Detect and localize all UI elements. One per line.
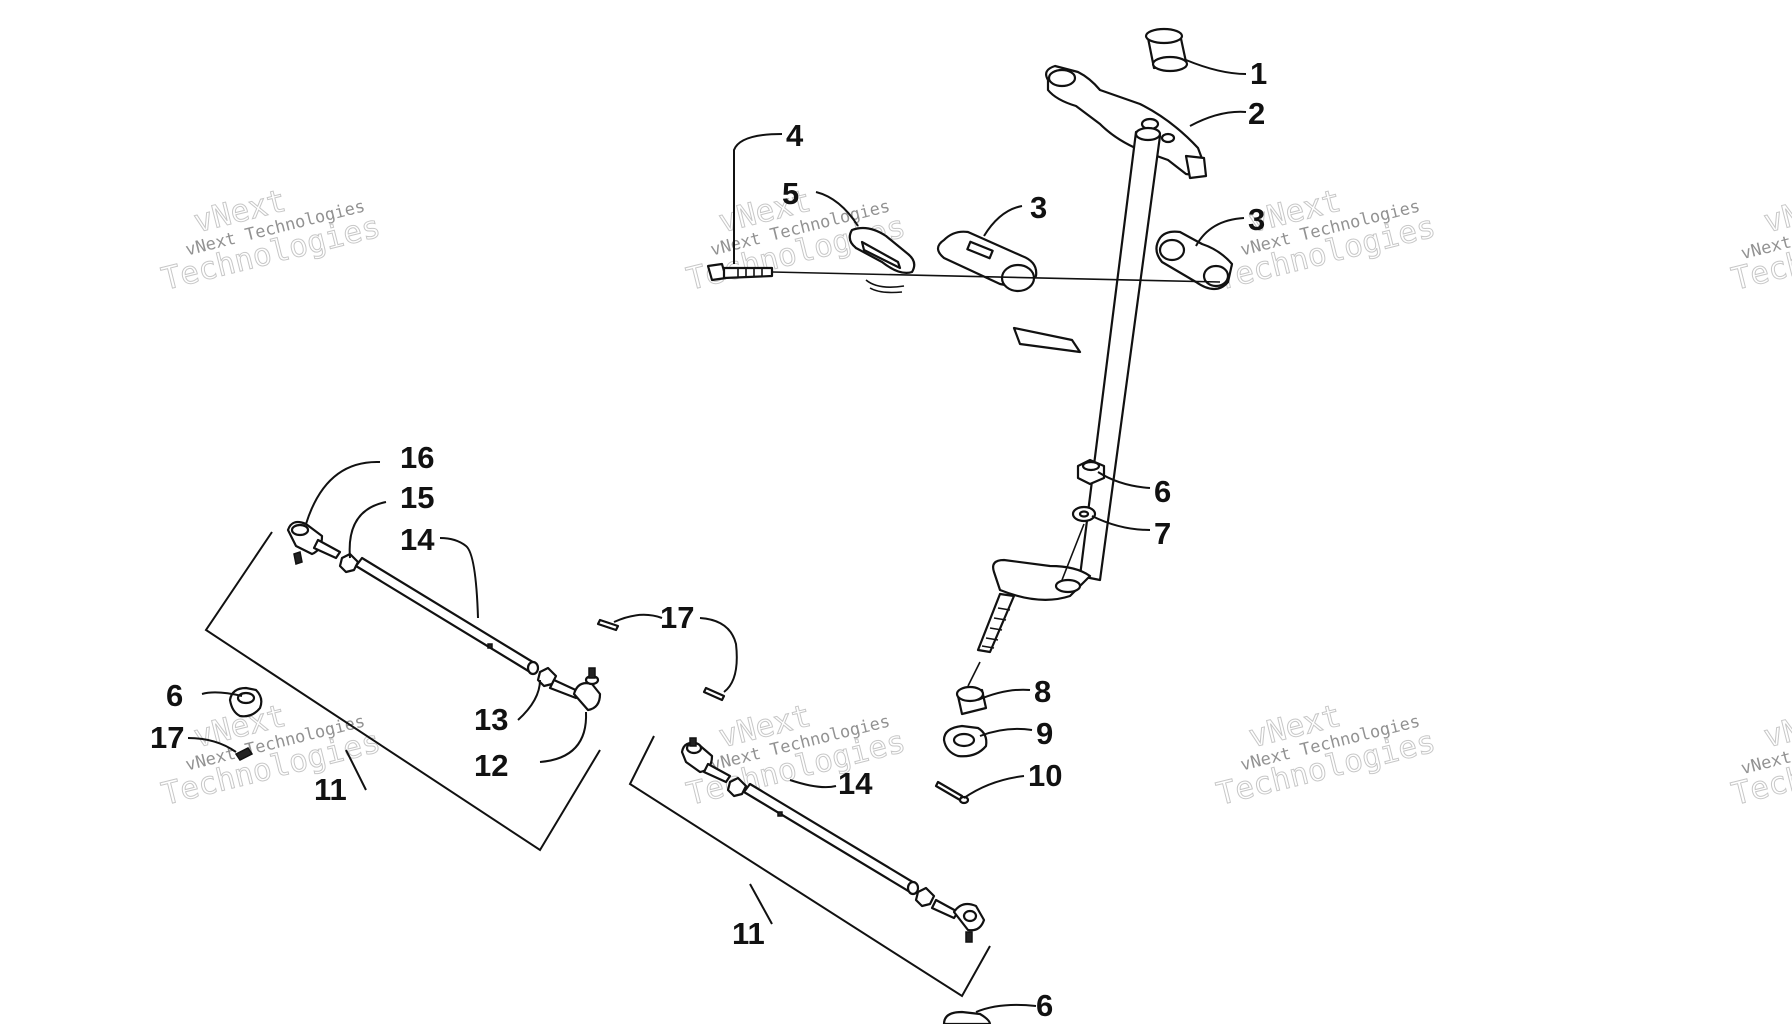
- part-5-lock-plate: [848, 226, 916, 294]
- callout-14-left: 14: [400, 522, 435, 557]
- callout-13: 13: [474, 702, 508, 737]
- tie-rod-assembly-left: [204, 520, 602, 852]
- callout-5: 5: [782, 176, 799, 211]
- callout-11-left: 11: [314, 772, 347, 807]
- callout-2: 2: [1248, 96, 1265, 131]
- callout-14-right: 14: [838, 766, 873, 801]
- part-6-nut-left: [228, 686, 263, 718]
- washer-axis-line: [1061, 523, 1085, 581]
- spindle-axis-line: [967, 661, 981, 687]
- callout-15: 15: [400, 480, 434, 515]
- part-17-cotter-center-b: [702, 686, 726, 702]
- part-8-bushing: [955, 685, 988, 716]
- assembly-axis-line: [771, 271, 1221, 283]
- watermark-left-top: vNext vNext Technologies Technologies: [158, 182, 385, 298]
- watermark-edge-top: vNext vNext Technologies Technologies: [1728, 182, 1792, 298]
- callout-12: 12: [474, 748, 508, 783]
- part-6-nut-bottom: [942, 1010, 992, 1024]
- callout-10: 10: [1028, 758, 1062, 793]
- callout-16: 16: [400, 440, 434, 475]
- callout-7: 7: [1154, 516, 1171, 551]
- steering-column: [976, 126, 1162, 654]
- callout-6-column: 6: [1154, 474, 1171, 509]
- part-2-steering-arm: [1045, 64, 1208, 180]
- part-6-nut-upper: [1076, 458, 1106, 486]
- callout-17-center: 17: [660, 600, 694, 635]
- callout-9: 9: [1036, 716, 1053, 751]
- callout-17-left: 17: [150, 720, 184, 755]
- callout-3-right: 3: [1248, 202, 1265, 237]
- callout-4: 4: [786, 118, 804, 153]
- callout-1: 1: [1250, 56, 1267, 91]
- callout-8: 8: [1034, 674, 1051, 709]
- part-4-bolt: [706, 262, 774, 282]
- callout-6-left: 6: [166, 678, 183, 713]
- part-3-clamp-right: [1155, 230, 1234, 291]
- callout-numbers: 1 2 3 3 4 5 6 7 8 9 10 11 11 12 13 14 14…: [150, 56, 1267, 1023]
- part-10-cotter-pin: [934, 780, 970, 805]
- tie-rod-assembly-right: [628, 735, 991, 998]
- part-9-castle-nut: [942, 724, 988, 758]
- watermark-right-bottom: vNext vNext Technologies Technologies: [1213, 697, 1440, 813]
- watermark-edge-bottom: vNext vNext Technologies Technologies: [1728, 697, 1792, 813]
- part-7-washer: [1071, 505, 1097, 523]
- part-3-clamp-left: [936, 230, 1038, 293]
- part-17-cotter-left: [234, 747, 254, 761]
- part-17-cotter-center-a: [596, 618, 620, 632]
- watermark-right-top: vNext vNext Technologies Technologies: [1213, 182, 1440, 298]
- watermark-center-bottom: vNext vNext Technologies Technologies: [683, 697, 910, 813]
- callout-3-left: 3: [1030, 190, 1047, 225]
- leader-lines: [187, 59, 1247, 1013]
- callout-11-right: 11: [732, 916, 765, 951]
- callout-6-bottom: 6: [1036, 988, 1053, 1023]
- part-1-bushing: [1144, 27, 1189, 73]
